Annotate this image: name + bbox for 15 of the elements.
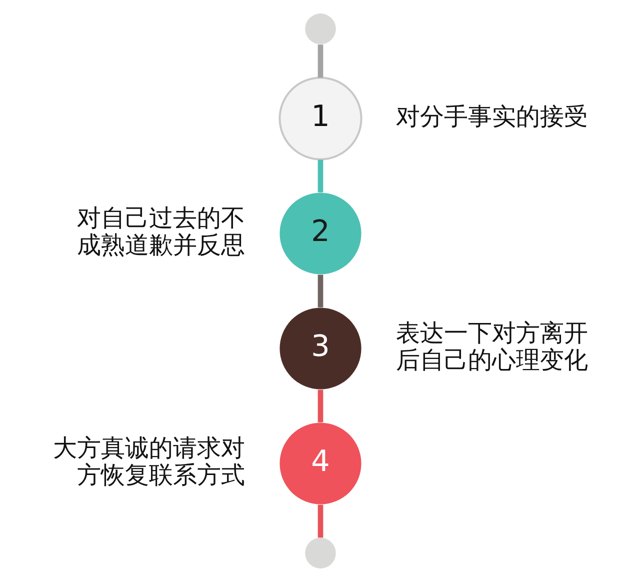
node-circle: 3: [279, 308, 361, 390]
connector: [317, 274, 323, 308]
node-label: 大方真诚的请求对方恢复联系方式: [52, 434, 244, 489]
connector: [317, 390, 323, 422]
node-circle: 1: [278, 76, 362, 160]
node-label: 表达一下对方离开后自己的心理变化: [396, 319, 588, 374]
node-circle: 4: [279, 422, 361, 504]
node-circle: [304, 538, 336, 568]
node-circle: [304, 14, 336, 44]
node-label: 对自己过去的不成熟道歉并反思: [76, 204, 244, 259]
connector: [317, 44, 323, 78]
node-circle: 2: [279, 192, 361, 274]
node-label: 对分手事实的接受: [396, 102, 588, 130]
connector: [317, 160, 323, 192]
connector: [317, 504, 323, 538]
